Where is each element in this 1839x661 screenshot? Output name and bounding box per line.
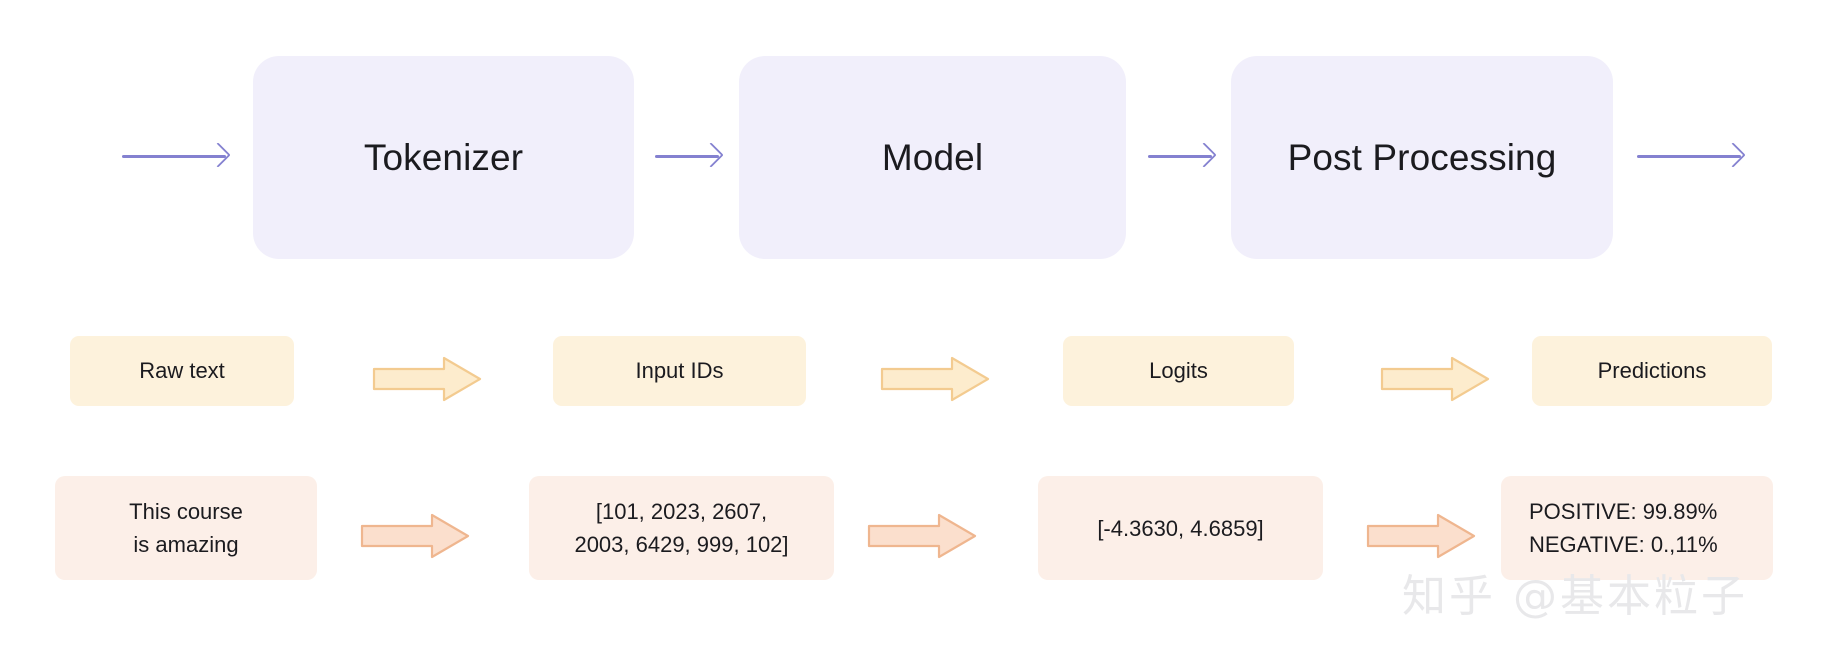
label-chip-predictions[interactable]: Predictions	[1532, 336, 1772, 406]
raw-text-value-to-input-ids-value-arrow-icon	[360, 513, 470, 559]
value-chip-logits[interactable]: [-4.3630, 4.6859]	[1038, 476, 1323, 580]
label-chip-text: Logits	[1149, 358, 1208, 383]
stage-label-row: Raw text Input IDs Logits Predictions	[0, 336, 1839, 406]
pipeline-stage-row: Tokenizer Model Post Processing	[0, 50, 1839, 265]
output-arrow-icon	[1637, 141, 1746, 171]
label-chip-text: Raw text	[139, 358, 225, 383]
value-chip-predictions[interactable]: POSITIVE: 99.89% NEGATIVE: 0.,11%	[1501, 476, 1773, 580]
logits-to-predictions-arrow-icon	[1380, 356, 1490, 402]
stage-box-model[interactable]: Model	[739, 56, 1126, 259]
input-arrow-icon	[122, 141, 231, 171]
arrow-head	[1720, 142, 1746, 168]
label-chip-text: Predictions	[1597, 358, 1707, 383]
arrow-shaft	[1148, 155, 1212, 158]
logits-value-to-predictions-value-arrow-icon	[1366, 513, 1476, 559]
watermark: 知乎 @基本粒子	[1402, 571, 1748, 622]
arrow-head	[205, 142, 231, 168]
label-chip-text: Input IDs	[635, 358, 724, 383]
label-chip-raw-text[interactable]: Raw text	[70, 336, 294, 406]
value-chip-line: [101, 2023, 2607,	[595, 499, 768, 524]
value-chip-line: is amazing	[133, 532, 239, 557]
stage-box-post-processing[interactable]: Post Processing	[1231, 56, 1613, 259]
stage-label-tokenizer: Tokenizer	[363, 136, 524, 178]
arrow-shaft	[1637, 155, 1741, 158]
stage-box-tokenizer[interactable]: Tokenizer	[253, 56, 634, 259]
value-chip-line: This course	[129, 499, 243, 524]
value-chip-line: NEGATIVE: 0.,11%	[1529, 532, 1718, 557]
value-chip-line: 2003, 6429, 999, 102]	[574, 532, 789, 557]
stage-value-row: This course is amazing [101, 2023, 2607,…	[0, 476, 1839, 580]
stage-label-model: Model	[881, 136, 984, 178]
arrow-head	[698, 142, 724, 168]
value-chip-line: [-4.3630, 4.6859]	[1097, 515, 1264, 541]
model-to-post-processing-arrow-icon	[1148, 141, 1217, 171]
value-chip-line: POSITIVE: 99.89%	[1529, 499, 1718, 524]
input-ids-value-to-logits-value-arrow-icon	[867, 513, 977, 559]
tokenizer-to-model-arrow-icon	[655, 141, 724, 171]
input-ids-to-logits-arrow-icon	[880, 356, 990, 402]
label-chip-input-ids[interactable]: Input IDs	[553, 336, 806, 406]
arrow-shaft	[122, 155, 226, 158]
arrow-head	[1191, 142, 1217, 168]
raw-text-to-input-ids-arrow-icon	[372, 356, 482, 402]
value-chip-raw-text[interactable]: This course is amazing	[55, 476, 317, 580]
value-chip-input-ids[interactable]: [101, 2023, 2607, 2003, 6429, 999, 102]	[529, 476, 834, 580]
stage-label-post-processing: Post Processing	[1287, 136, 1557, 178]
arrow-shaft	[655, 155, 719, 158]
label-chip-logits[interactable]: Logits	[1063, 336, 1294, 406]
